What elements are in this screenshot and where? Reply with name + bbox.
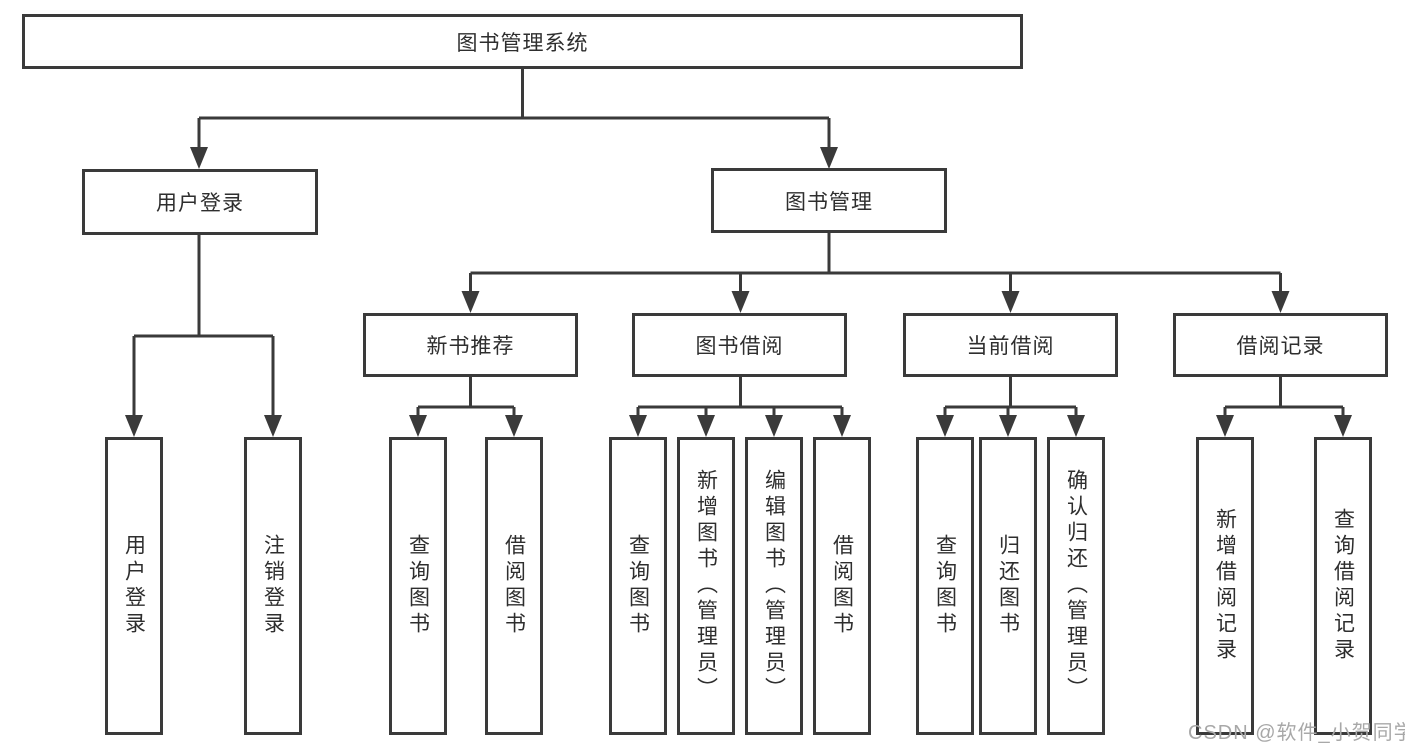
leaf-borrowing-query-books-label: 查询图书 xyxy=(626,534,650,638)
node-borrowing-records: 借阅记录 xyxy=(1173,313,1388,377)
node-user-login: 用户登录 xyxy=(82,169,318,235)
leaf-current-query-books: 查询图书 xyxy=(916,437,974,735)
node-library-system: 图书管理系统 xyxy=(22,14,1023,69)
leaf-current-return-books: 归还图书 xyxy=(979,437,1037,735)
node-user-login-label: 用户登录 xyxy=(156,192,244,215)
leaf-borrowing-edit-books-admin-label: 编辑图书（管理员） xyxy=(762,469,786,703)
leaf-borrowing-edit-books-admin: 编辑图书（管理员） xyxy=(745,437,803,735)
leaf-record-query-borrow-record-label: 查询借阅记录 xyxy=(1331,508,1355,664)
leaf-current-confirm-return-admin: 确认归还（管理员） xyxy=(1047,437,1105,735)
node-borrowing-records-label: 借阅记录 xyxy=(1236,335,1325,358)
leaf-borrowing-query-books: 查询图书 xyxy=(609,437,667,735)
leaf-logout-label: 注销登录 xyxy=(261,534,285,638)
leaf-borrowing-borrow-books-label: 借阅图书 xyxy=(830,534,854,638)
leaf-newbook-borrow-books: 借阅图书 xyxy=(485,437,543,735)
node-current-borrowing: 当前借阅 xyxy=(903,313,1118,377)
leaf-newbook-query-books-label: 查询图书 xyxy=(406,534,430,638)
leaf-newbook-borrow-books-label: 借阅图书 xyxy=(502,534,526,638)
leaf-user-login: 用户登录 xyxy=(105,437,163,735)
leaf-current-query-books-label: 查询图书 xyxy=(933,534,957,638)
leaf-borrowing-add-books-admin-label: 新增图书（管理员） xyxy=(694,469,718,703)
leaf-record-query-borrow-record: 查询借阅记录 xyxy=(1314,437,1372,735)
leaf-user-login-label: 用户登录 xyxy=(122,534,146,638)
node-new-book-recommendation: 新书推荐 xyxy=(363,313,578,377)
node-new-book-recommendation-label: 新书推荐 xyxy=(426,335,515,358)
arrowheads xyxy=(125,147,1352,437)
leaf-current-return-books-label: 归还图书 xyxy=(996,534,1020,638)
connector-path xyxy=(132,69,1345,418)
watermark: CSDN @软件_小贺同学 xyxy=(1188,722,1405,744)
leaf-borrowing-add-books-admin: 新增图书（管理员） xyxy=(677,437,735,735)
leaf-borrowing-borrow-books: 借阅图书 xyxy=(813,437,871,735)
leaf-current-confirm-return-admin-label: 确认归还（管理员） xyxy=(1064,469,1088,703)
leaf-record-add-borrow-record: 新增借阅记录 xyxy=(1196,437,1254,735)
leaf-record-add-borrow-record-label: 新增借阅记录 xyxy=(1213,508,1237,664)
node-book-management: 图书管理 xyxy=(711,168,947,233)
node-book-management-label: 图书管理 xyxy=(785,190,873,214)
node-book-borrowing: 图书借阅 xyxy=(632,313,847,377)
node-book-borrowing-label: 图书借阅 xyxy=(695,335,784,358)
leaf-logout: 注销登录 xyxy=(244,437,302,735)
node-library-system-label: 图书管理系统 xyxy=(456,31,589,55)
leaf-newbook-query-books: 查询图书 xyxy=(389,437,447,735)
node-current-borrowing-label: 当前借阅 xyxy=(966,335,1055,358)
